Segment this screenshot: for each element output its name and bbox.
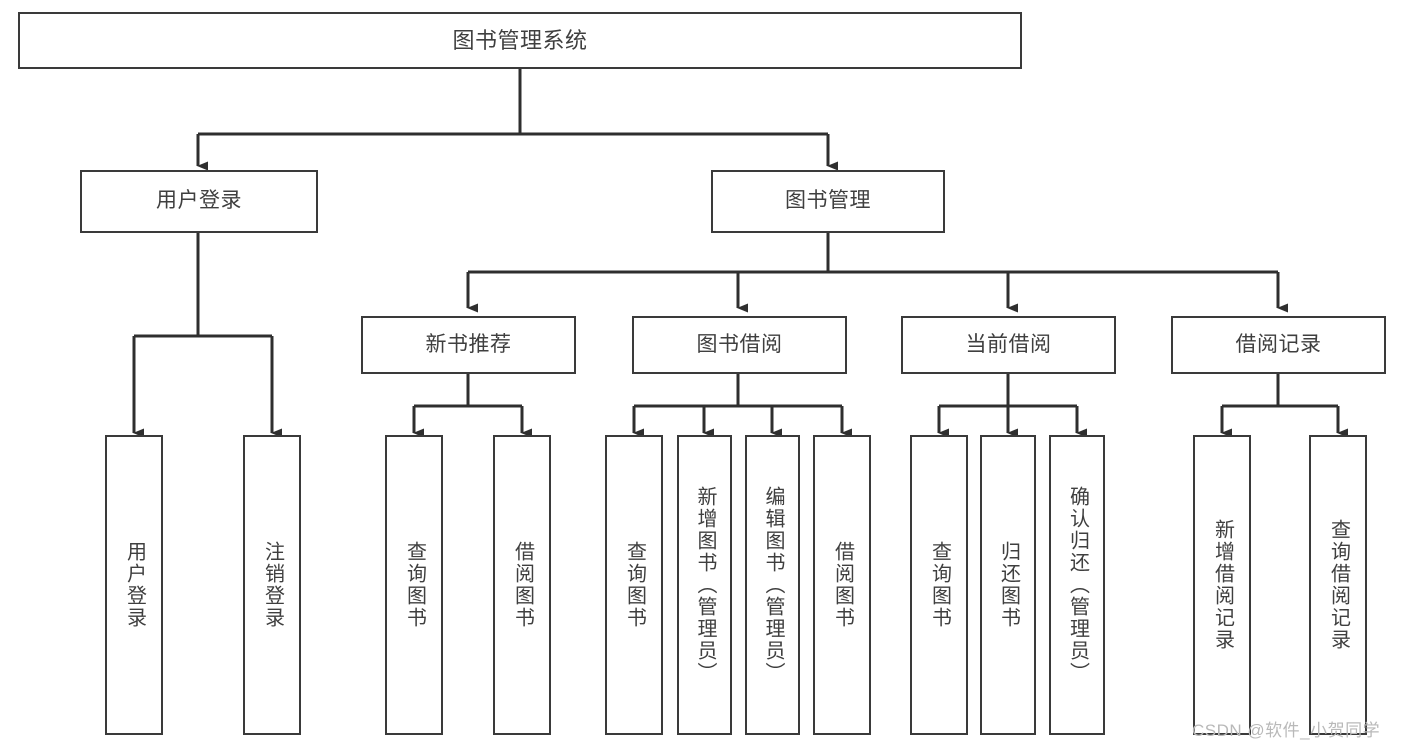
node-leaf-nb-query-book-label: 查询图书 [403, 541, 426, 629]
node-leaf-bb-edit-book-admin-label: 编辑图书（管理员） [762, 486, 784, 684]
node-leaf-nb-borrow-book-label: 借阅图书 [511, 541, 534, 629]
node-leaf-user-login-label: 用户登录 [123, 541, 146, 629]
node-leaf-logout-label: 注销登录 [261, 541, 284, 629]
node-leaf-bb-borrow-book-label: 借阅图书 [831, 541, 854, 629]
node-new-book-recommend-label: 新书推荐 [425, 332, 512, 356]
node-current-borrow-label: 当前借阅 [965, 332, 1052, 356]
node-leaf-br-add-record-label: 新增借阅记录 [1211, 519, 1234, 651]
node-book-management-label: 图书管理 [785, 189, 871, 213]
node-leaf-user-login[interactable]: 用户登录 [105, 435, 163, 735]
node-root-book-management-system[interactable]: 图书管理系统 [18, 12, 1022, 69]
node-new-book-recommend[interactable]: 新书推荐 [361, 316, 576, 374]
node-borrow-record[interactable]: 借阅记录 [1171, 316, 1386, 374]
node-leaf-nb-query-book[interactable]: 查询图书 [385, 435, 443, 735]
node-current-borrow[interactable]: 当前借阅 [901, 316, 1116, 374]
node-leaf-cb-return-book[interactable]: 归还图书 [980, 435, 1036, 735]
node-leaf-bb-query-book[interactable]: 查询图书 [605, 435, 663, 735]
node-leaf-br-query-record-label: 查询借阅记录 [1327, 519, 1350, 651]
node-book-management[interactable]: 图书管理 [711, 170, 945, 233]
node-leaf-br-query-record[interactable]: 查询借阅记录 [1309, 435, 1367, 735]
node-leaf-bb-add-book-admin-label: 新增图书（管理员） [694, 486, 716, 684]
node-leaf-nb-borrow-book[interactable]: 借阅图书 [493, 435, 551, 735]
node-leaf-bb-borrow-book[interactable]: 借阅图书 [813, 435, 871, 735]
node-leaf-cb-query-book[interactable]: 查询图书 [910, 435, 968, 735]
node-leaf-cb-confirm-return-admin-label: 确认归还（管理员） [1066, 486, 1089, 684]
node-book-borrow-label: 图书借阅 [696, 332, 783, 356]
node-user-login[interactable]: 用户登录 [80, 170, 318, 233]
node-leaf-cb-query-book-label: 查询图书 [928, 541, 951, 629]
node-leaf-bb-query-book-label: 查询图书 [623, 541, 646, 629]
node-leaf-br-add-record[interactable]: 新增借阅记录 [1193, 435, 1251, 735]
node-borrow-record-label: 借阅记录 [1235, 332, 1322, 356]
node-leaf-cb-return-book-label: 归还图书 [997, 541, 1020, 629]
csdn-watermark: CSDN @软件_小贺同学 [1192, 721, 1381, 740]
node-book-borrow[interactable]: 图书借阅 [632, 316, 847, 374]
node-user-login-label: 用户登录 [156, 189, 242, 213]
node-leaf-logout[interactable]: 注销登录 [243, 435, 301, 735]
node-leaf-bb-add-book-admin[interactable]: 新增图书（管理员） [677, 435, 732, 735]
node-leaf-bb-edit-book-admin[interactable]: 编辑图书（管理员） [745, 435, 800, 735]
node-leaf-cb-confirm-return-admin[interactable]: 确认归还（管理员） [1049, 435, 1105, 735]
node-root-label: 图书管理系统 [452, 27, 588, 53]
